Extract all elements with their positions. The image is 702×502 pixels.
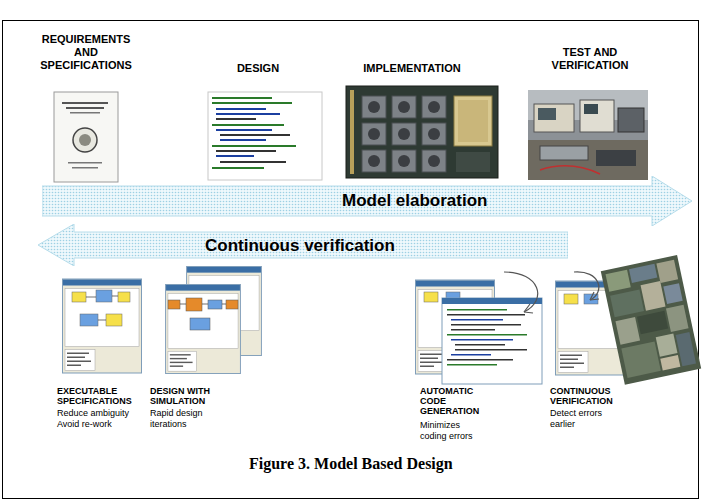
stage-heading: TEST AND VERIFICATION [540,46,640,72]
stage-heading: DESIGN [203,62,313,75]
step-note: Reduce ambiguity [57,408,147,419]
code-listing [208,92,322,180]
figure-caption: Figure 3. Model Based Design [249,455,453,473]
step-note: Minimizes coding errors [420,420,486,441]
step-title: EXECUTABLE SPECIFICATIONS [57,386,139,406]
step-note: Avoid re-work [57,419,147,430]
step-note: Detect errors earlier [550,408,616,429]
step-title: AUTOMATIC CODE GENERATION [420,386,492,416]
process-arrow: Continuous verification [38,224,568,266]
code-generation-screenshot [416,272,543,384]
arrow-label: Model elaboration [342,191,487,211]
stage-heading: IMPLEMENTATION [357,62,467,75]
step-title: DESIGN WITH SIMULATION [150,386,232,406]
step-title: CONTINUOUS VERIFICATION [550,386,630,406]
simulation-screenshot [166,266,262,373]
document-picture [54,92,118,182]
stage-heading: REQUIREMENTS AND SPECIFICATIONS [30,33,142,72]
circuit-board [346,86,498,178]
arrow-label: Continuous verification [205,236,395,256]
model-screenshot [63,279,142,373]
step-note: Rapid design iterations [150,408,222,429]
process-arrow: Model elaboration [42,176,692,226]
verification-screenshot [556,255,702,385]
figure-frame [3,21,699,499]
lab-photo [528,90,648,180]
